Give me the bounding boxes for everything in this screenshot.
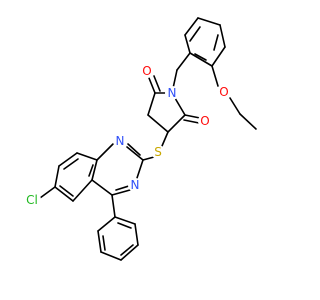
atom-label-backdrop: [151, 145, 165, 159]
bond: [229, 97, 241, 115]
bond: [100, 251, 122, 261]
bond: [184, 17, 199, 36]
molecule-drawing: O N O O S N N Cl: [23, 17, 257, 261]
bond: [120, 244, 134, 256]
bond: [88, 164, 94, 177]
atom-label-backdrop: [217, 85, 231, 99]
bond: [183, 119, 200, 124]
bond: [114, 216, 136, 225]
bond: [117, 222, 132, 229]
atom-label-backdrop: [128, 178, 142, 192]
bond: [161, 131, 169, 147]
atom-label-backdrop: [113, 134, 127, 148]
bond: [197, 17, 221, 26]
atom-label-nitrogen: N: [131, 178, 140, 192]
bond: [189, 52, 213, 67]
bond: [59, 185, 74, 197]
bond: [127, 143, 141, 156]
bond: [97, 230, 102, 253]
bond: [153, 75, 161, 92]
atom-label-backdrop: [140, 64, 154, 78]
atom-label-backdrop: [165, 86, 179, 100]
atom-label-sulfur: S: [154, 145, 162, 159]
bond: [142, 156, 155, 161]
bond: [134, 223, 139, 246]
bond: [111, 189, 131, 196]
bond: [239, 113, 257, 130]
bond: [126, 146, 144, 161]
bond: [54, 186, 74, 202]
bond: [147, 92, 156, 116]
bond: [189, 26, 201, 42]
bond: [211, 65, 219, 87]
bond: [72, 179, 93, 202]
bond: [58, 152, 78, 167]
bond: [219, 24, 226, 48]
atom-label-oxygen: O: [219, 85, 228, 99]
bond: [184, 34, 191, 54]
bond: [91, 159, 98, 181]
atom-label-nitrogen: N: [116, 134, 125, 148]
bond: [54, 165, 60, 188]
bond: [176, 52, 191, 71]
atom-label-chlorine: Cl: [26, 193, 38, 207]
bond: [211, 46, 226, 67]
bond: [63, 158, 79, 170]
bond: [76, 152, 98, 161]
atom-label-backdrop: [198, 114, 212, 128]
bond: [102, 235, 106, 251]
bond: [194, 53, 207, 61]
molecule-diagram: O N O O S N N Cl: [23, 17, 257, 261]
bond: [147, 114, 169, 133]
bond: [96, 143, 114, 161]
bond: [167, 114, 186, 133]
bond: [213, 34, 219, 51]
atom-label-layer: O N O O S N N Cl: [23, 64, 231, 209]
atom-label-oxygen: O: [142, 64, 151, 78]
bond: [136, 159, 144, 179]
bond: [39, 186, 56, 199]
bond: [111, 194, 116, 218]
bond: [184, 114, 201, 119]
bond: [148, 77, 156, 94]
bond: [120, 244, 139, 261]
bond: [91, 179, 113, 196]
bond-layer: [39, 17, 257, 261]
atom-label-backdrop: [23, 191, 41, 209]
atom-label-nitrogen: N: [168, 86, 177, 100]
atom-label-oxygen: O: [200, 114, 209, 128]
bond: [97, 216, 116, 232]
